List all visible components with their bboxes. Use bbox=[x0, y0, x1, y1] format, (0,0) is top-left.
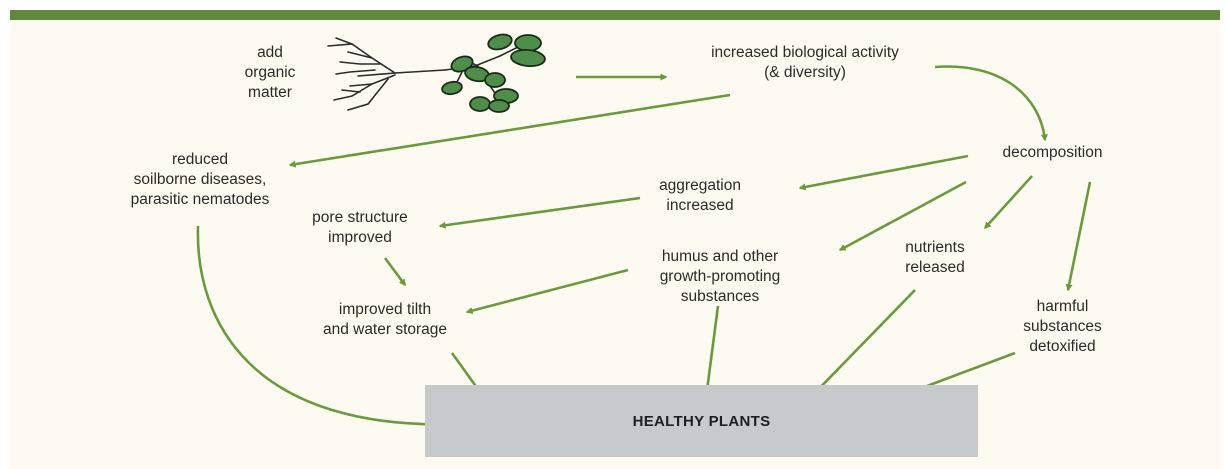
label-aggregation-increased: aggregation increased bbox=[615, 176, 785, 216]
arrow-activity-to-reduced-diseases bbox=[290, 95, 730, 165]
arrow-decomposition-to-harmful bbox=[1068, 182, 1090, 290]
arrow-pore-to-tilth bbox=[385, 258, 405, 285]
label-reduced-diseases: reduced soilborne diseases, parasitic ne… bbox=[100, 150, 300, 210]
organic-matter-plant-icon bbox=[328, 32, 546, 112]
label-decomposition: decomposition bbox=[975, 143, 1130, 163]
label-nutrients-released: nutrients released bbox=[870, 238, 1000, 278]
arrow-decomposition-to-aggregation bbox=[800, 156, 968, 188]
label-increased-biological-activity: increased biological activity (& diversi… bbox=[650, 43, 960, 83]
label-improved-tilth: improved tilth and water storage bbox=[280, 300, 490, 340]
arrow-aggregation-to-pore bbox=[440, 198, 640, 226]
label-add-organic-matter: add organic matter bbox=[225, 43, 315, 103]
arrow-humus-to-tilth bbox=[467, 270, 628, 312]
healthy-plants-label: HEALTHY PLANTS bbox=[633, 413, 771, 430]
arrow-decomposition-to-nutrients bbox=[985, 176, 1032, 228]
arrow-nutrients-to-healthy bbox=[808, 290, 915, 400]
label-pore-structure: pore structure improved bbox=[280, 208, 440, 248]
label-harmful-substances: harmful substances detoxified bbox=[1000, 297, 1125, 357]
label-humus: humus and other growth-promoting substan… bbox=[620, 247, 820, 307]
healthy-plants-box: HEALTHY PLANTS bbox=[425, 385, 978, 457]
